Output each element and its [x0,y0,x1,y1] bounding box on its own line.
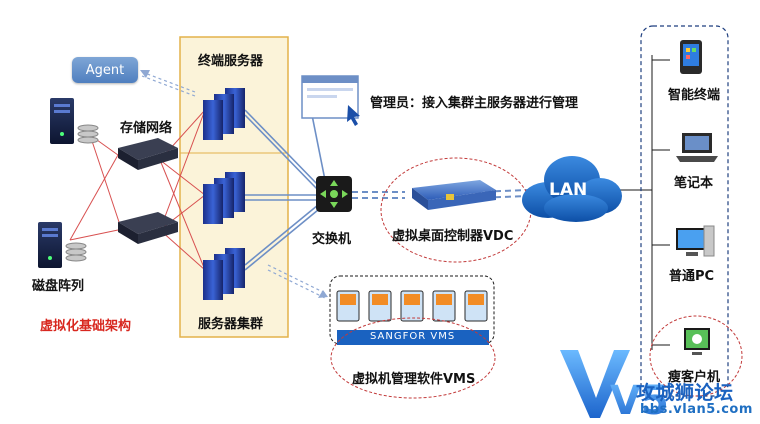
dashed-links [352,189,529,199]
thin-client-icon [684,328,710,355]
lan-cloud-icon [522,156,622,222]
thin-client-label: 瘦客户机 [668,370,721,385]
lan-label: LAN [549,180,588,200]
agent-arrowhead [140,70,150,78]
cluster-server-stack-bottom [203,248,245,300]
disk-array-label: 磁盘阵列 [32,279,85,294]
devices-frame [640,25,729,397]
disk-stack-top [77,124,99,144]
admin-browser-icon [301,75,360,126]
admin-note-label: 管理员：接入集群主服务器进行管理 [370,96,579,111]
smart-terminal-icon [680,40,702,74]
vdc-highlight-ellipse [380,157,532,263]
terminal-server-stack [203,88,245,140]
switch-label: 交换机 [312,232,352,247]
laptop-icon [676,133,718,162]
disk-stack-bottom [65,242,87,262]
server-cluster-label: 服务器集群 [198,317,264,332]
storage-network-label: 存储网络 [120,121,173,136]
vms-brand-label: SANGFOR VMS [370,331,456,342]
switch-device-icon [316,176,352,212]
vms-label: 虚拟机管理软件VMS [352,372,476,387]
vms-vm-blocks [336,290,488,322]
desktop-pc-icon [676,225,715,257]
dashed-arrows [141,71,326,299]
vms-brand-bar [337,330,489,345]
agent-label: Agent [85,62,125,78]
terminal-servers-label: 终端服务器 [198,54,264,69]
vms-highlight-ellipse [330,317,496,399]
v5-mark-text: V5 [610,378,669,424]
thin-client-highlight-ellipse [649,315,743,397]
vdc-device-icon [412,180,496,210]
smart-terminal-label: 智能终端 [668,88,721,103]
vms-arrowhead [318,290,328,298]
laptop-label: 笔记本 [674,176,714,191]
disk-array-server-top [50,98,74,144]
regular-pc-label: 普通PC [669,269,715,284]
vdc-label: 虚拟桌面控制器VDC [392,229,514,244]
agent-badge: Agent [72,57,138,83]
disk-array-server-bottom [38,222,62,268]
watermark-url: bbs.vlan5.com [640,402,753,417]
virtualization-infra-label: 虚拟化基础架构 [40,319,132,334]
v5-watermark-logo: V5 [560,350,669,424]
cluster-server-stack-middle [203,172,245,224]
storage-switch-top [118,138,178,170]
storage-switch-bottom [118,212,178,244]
watermark-title: 攻城狮论坛 [636,382,734,404]
